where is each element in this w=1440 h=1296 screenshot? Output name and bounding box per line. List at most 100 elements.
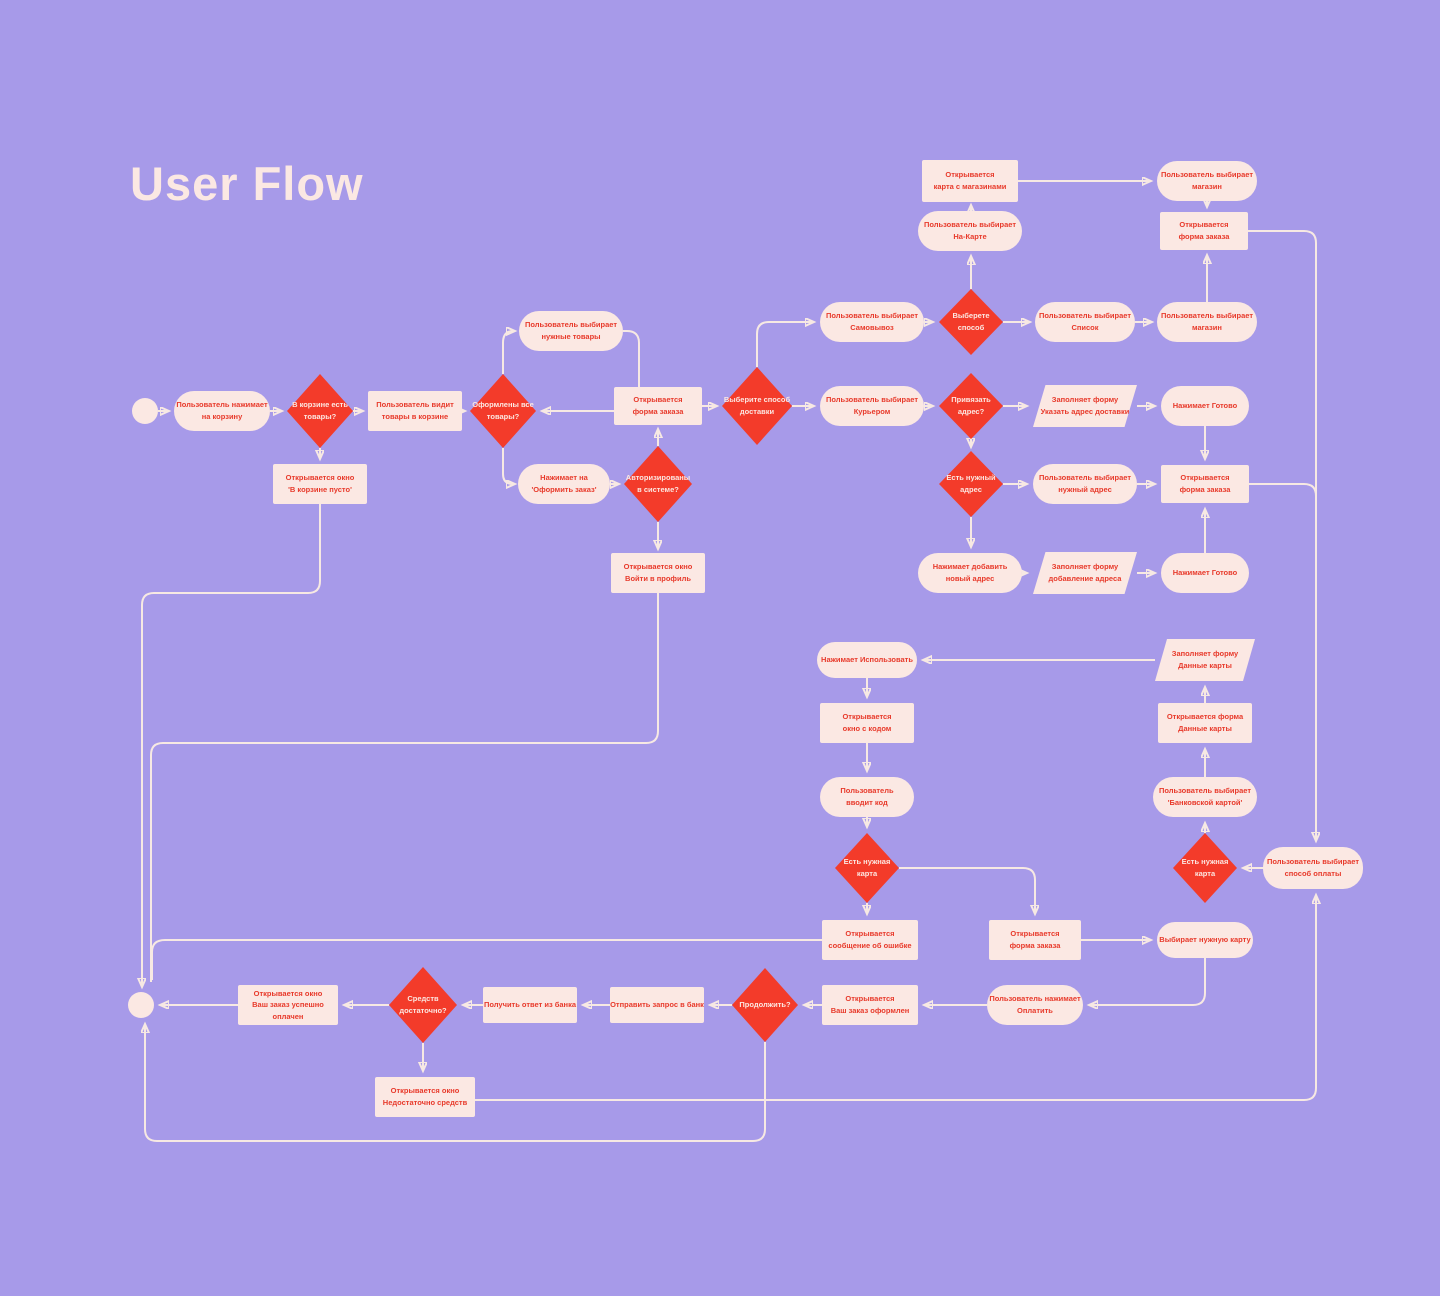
node-label: Пользователь выбирает 'Банковской картой… (1158, 786, 1252, 807)
edge-continue-end-loop (145, 1025, 766, 1142)
node-order-form-4: Открывается форма заказа (989, 920, 1081, 960)
node-label: Пользователь выбирает Самовывоз (825, 311, 919, 332)
node-has-card-left: Есть нужная карта (835, 833, 899, 903)
edge-all-done-tap-checkout (502, 448, 514, 484)
node-delivery-method: Выберите способ доставки (722, 367, 792, 445)
node-label: Заполняет форму добавление адреса (1048, 562, 1122, 583)
node-label: Пользователь видит товары в корзине (376, 400, 454, 421)
node-label: Заполняет форму Данные карты (1171, 649, 1239, 670)
node-has-card-right: Есть нужная карта (1173, 833, 1237, 903)
node-label: Нажимает Готово (1172, 401, 1238, 411)
edge-error-end-merge (151, 939, 822, 980)
node-label: Пользователь вводит код (840, 786, 894, 807)
node-picks-card: Выбирает нужную карту (1157, 922, 1253, 958)
node-bind-address: Привязать адрес? (939, 373, 1003, 439)
node-pickup: Пользователь выбирает Самовывоз (820, 302, 924, 342)
edge-no-funds-pay-method (475, 896, 1316, 1101)
node-tap-done-address: Нажимает Готово (1161, 553, 1249, 593)
edge-delivery-pickup (756, 322, 813, 367)
node-label: Отправить запрос в банк (610, 1000, 704, 1010)
node-label: Пользователь выбирает способ оплаты (1266, 857, 1360, 878)
node-label: Пользователь выбирает нужные товары (524, 320, 618, 341)
node-card-form: Открывается форма Данные карты (1158, 703, 1252, 743)
node-label: Пользователь нажимает Оплатить (989, 994, 1081, 1015)
node-bank-card: Пользователь выбирает 'Банковской картой… (1153, 777, 1257, 817)
node-authorized: Авторизированы в системе? (624, 446, 692, 522)
edge-all-done-picks-items (502, 331, 514, 374)
node-label: Открывается окно 'В корзине пусто' (285, 473, 355, 494)
node-label: Пользователь выбирает нужный адрес (1038, 473, 1132, 494)
node-label: Открывается форма заказа (632, 395, 684, 416)
node-label: Выберите способ доставки (723, 395, 791, 416)
node-label: Нажимает на 'Оформить заказ' (531, 473, 597, 494)
node-picks-address: Пользователь выбирает нужный адрес (1033, 464, 1137, 504)
edge-order-form-2-pay-method (1248, 230, 1316, 840)
node-label: Открывается карта с магазинами (933, 170, 1007, 191)
node-label: Открывается окно Ваш заказ успешно оплач… (252, 988, 324, 1021)
node-label: Есть нужная карта (1181, 857, 1229, 878)
node-order-done: Открывается Ваш заказ оформлен (822, 985, 918, 1025)
node-no-funds: Открывается окно Недостаточно средств (375, 1077, 475, 1117)
node-label: Средств достаточно? (399, 994, 447, 1015)
node-label: Открывается форма заказа (1179, 473, 1231, 494)
node-tap-done-delivery: Нажимает Готово (1161, 386, 1249, 426)
node-label: Открывается окно Войти в профиль (623, 562, 693, 583)
node-label: Выберете способ (952, 311, 990, 332)
node-label: Есть нужная карта (843, 857, 891, 878)
node-label: Открывается сообщение об ошибке (828, 929, 912, 950)
node-label: Выбирает нужную карту (1159, 935, 1251, 945)
node-label: Пользователь нажимает на корзину (176, 400, 268, 421)
node-code-window: Открывается окно с кодом (820, 703, 914, 743)
node-success: Открывается окно Ваш заказ успешно оплач… (238, 985, 338, 1025)
node-label: Пользователь выбирает Список (1038, 311, 1132, 332)
node-tap-pay: Пользователь нажимает Оплатить (987, 985, 1083, 1025)
node-get-response: Получить ответ из банка (483, 987, 577, 1023)
node-label: Открывается форма заказа (1178, 220, 1230, 241)
node-order-form-1: Открывается форма заказа (614, 387, 702, 425)
node-pay-method: Пользователь выбирает способ оплаты (1263, 847, 1363, 889)
node-tap-use: Нажимает Использовать (817, 642, 917, 678)
node-picks-store-list: Пользователь выбирает магазин (1157, 302, 1257, 342)
node-fill-card-form: Заполняет форму Данные карты (1155, 639, 1255, 681)
edge-empty-cart-end (142, 504, 321, 986)
node-label: Открывается форма Данные карты (1166, 712, 1244, 733)
node-order-form-2: Открывается форма заказа (1160, 212, 1248, 250)
node-label: Открывается окно Недостаточно средств (382, 1086, 468, 1107)
node-tap-checkout: Нажимает на 'Оформить заказ' (518, 464, 610, 504)
node-label: Пользователь выбирает магазин (1160, 170, 1254, 191)
node-label: Нажимает добавить новый адрес (932, 562, 1008, 583)
edge-has-card-left-order-form-4 (899, 867, 1035, 913)
node-send-request: Отправить запрос в банк (610, 987, 704, 1023)
node-enters-code: Пользователь вводит код (820, 777, 914, 817)
node-label: Пользователь выбирает магазин (1160, 311, 1254, 332)
node-error-message: Открывается сообщение об ошибке (822, 920, 918, 960)
node-map-with-stores: Открывается карта с магазинами (922, 160, 1018, 202)
node-label: Пользователь выбирает Курьером (825, 395, 919, 416)
node-cart-has-items: В корзине есть товары? (287, 374, 353, 448)
edge-picks-card-tap-pay (1090, 958, 1206, 1005)
end-node (128, 992, 154, 1018)
node-fill-address-form: Заполняет форму добавление адреса (1033, 552, 1137, 594)
node-label: Привязать адрес? (951, 395, 991, 416)
node-has-address: Есть нужный адрес (939, 451, 1003, 517)
node-courier: Пользователь выбирает Курьером (820, 386, 924, 426)
node-fill-delivery-address: Заполняет форму Указать адрес доставки (1033, 385, 1137, 427)
node-label: Продолжить? (739, 1000, 791, 1010)
node-add-new-address: Нажимает добавить новый адрес (918, 553, 1022, 593)
diagram-title: User Flow (130, 157, 364, 210)
node-order-form-3: Открывается форма заказа (1161, 465, 1249, 503)
node-label: Открывается форма заказа (1009, 929, 1061, 950)
node-sees-items: Пользователь видит товары в корзине (368, 391, 462, 431)
node-empty-cart: Открывается окно 'В корзине пусто' (273, 464, 367, 504)
node-login-window: Открывается окно Войти в профиль (611, 553, 705, 593)
node-label: Нажимает Готово (1172, 568, 1238, 578)
node-label: Пользователь выбирает На-Карте (923, 220, 1017, 241)
node-label: Оформлены все товары? (472, 400, 534, 421)
node-label: Нажимает Использовать (821, 655, 913, 665)
node-pick-method: Выберете способ (939, 289, 1003, 355)
node-label: Открывается Ваш заказ оформлен (830, 994, 910, 1015)
node-label: В корзине есть товары? (292, 400, 348, 421)
node-picks-items: Пользователь выбирает нужные товары (519, 311, 623, 351)
